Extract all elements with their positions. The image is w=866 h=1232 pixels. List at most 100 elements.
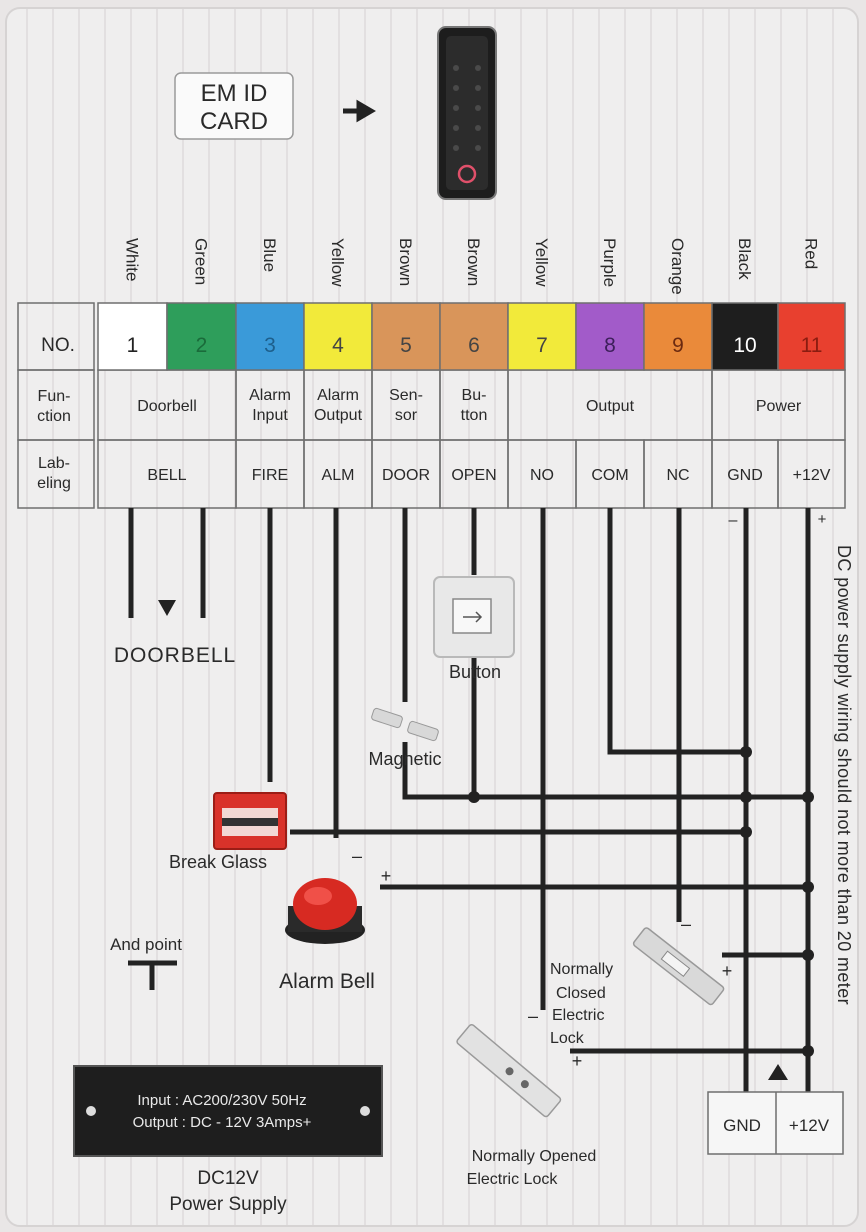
psu-terminal-block: GND +12V: [707, 1091, 844, 1155]
magnetic-label: Magnetic: [368, 749, 441, 769]
power-wiring-note: DC power supply wiring should not more t…: [834, 545, 854, 1005]
no-lock-minus-sign: –: [528, 1006, 538, 1026]
wire-color-row: [97, 302, 846, 371]
function-label: Alarm: [317, 387, 359, 404]
wire-com: [607, 508, 746, 755]
nc-lock-line-2: Closed: [556, 985, 606, 1002]
terminal-label: DOOR: [382, 467, 430, 484]
wire-color-cell: [97, 302, 168, 371]
wire-number: 4: [332, 334, 344, 357]
terminal-label: BELL: [147, 467, 186, 484]
nc-lock-minus-sign: –: [681, 914, 691, 934]
wire-color-name: Yellow: [328, 238, 347, 287]
arrow-up-icon: [768, 1064, 788, 1080]
alarm-minus-sign: –: [352, 846, 362, 866]
wire-color-name: White: [123, 238, 142, 281]
card-label-line-2: CARD: [200, 108, 268, 135]
wire-color-cell: [711, 302, 779, 371]
function-label: Power: [756, 398, 802, 415]
terminal-label: +12V: [793, 467, 831, 484]
wire-number: 1: [127, 334, 139, 357]
em-id-card-label: EM ID CARD: [174, 72, 294, 140]
terminal-label: COM: [591, 467, 628, 484]
function-label: Output: [314, 407, 363, 424]
wire-color-cell: [371, 302, 441, 371]
wire-number: 2: [196, 334, 208, 357]
psu-terminal-12v: +12V: [789, 1116, 830, 1135]
no-lock-line-2: Electric Lock: [467, 1171, 559, 1188]
button-label: Button: [449, 662, 501, 682]
wire-color-name: Blue: [260, 238, 279, 272]
doorbell-label: DOORBELL: [114, 644, 236, 667]
junction-dots: [468, 746, 814, 1057]
nc-electric-lock-icon: [632, 927, 725, 1006]
labeling-header-line-2: eling: [37, 475, 71, 492]
function-label: Bu-: [462, 387, 487, 404]
wire-color-cell: [166, 302, 237, 371]
function-header-line-1: Fun-: [38, 388, 71, 405]
wire-number: 6: [468, 334, 480, 357]
and-point-label: And point: [110, 935, 182, 954]
wire-color-name: Purple: [600, 238, 619, 287]
function-row: DoorbellAlarmInputAlarmOutputSen-sorBu-t…: [137, 387, 802, 424]
wire-color-name: Brown: [396, 238, 415, 286]
diagram-background: [5, 7, 859, 1227]
function-label: Output: [586, 398, 635, 415]
wire-color-name: Yellow: [532, 238, 551, 287]
wire-color-cell: [507, 302, 577, 371]
wire-color-cell: [777, 302, 846, 371]
psu-terminal-gnd: GND: [723, 1116, 761, 1135]
psu-label-line-2: Power Supply: [169, 1194, 287, 1215]
function-label: Doorbell: [137, 398, 197, 415]
terminal-label: NO: [530, 467, 554, 484]
wire-number: 11: [801, 334, 823, 357]
terminal-label: ALM: [322, 467, 355, 484]
labeling-header-line-1: Lab-: [38, 455, 70, 472]
break-glass-label: Break Glass: [169, 852, 267, 872]
no-electric-lock-icon: [456, 1024, 562, 1118]
alarm-plus-sign: +: [381, 866, 392, 886]
nc-lock-plus-sign: +: [722, 961, 733, 981]
t-junction-icon: [128, 960, 177, 990]
wire-number: 9: [672, 334, 684, 357]
terminal-label: FIRE: [252, 467, 288, 484]
wire-number: 8: [604, 334, 616, 357]
terminal-label: GND: [727, 467, 763, 484]
no-lock-plus-sign: +: [572, 1051, 583, 1071]
alarm-bell-icon: [285, 878, 365, 944]
no-header: NO.: [41, 335, 75, 356]
v12-plus-sign: +: [818, 511, 827, 528]
wire-number: 3: [264, 334, 276, 357]
function-label: tton: [461, 407, 488, 424]
labeling-row: BELL FIRE ALM DOOR OPEN NO COM NC GND +12V: [147, 467, 830, 484]
wire-color-name: Red: [802, 238, 821, 269]
wire-color-name: Brown: [464, 238, 483, 286]
psu-output-spec: Output : DC - 12V 3Amps+: [133, 1114, 312, 1131]
alarm-bell-label: Alarm Bell: [279, 970, 375, 993]
wire-number: 10: [733, 334, 756, 357]
magnetic-sensor-icon: [371, 707, 439, 742]
wire-color-name: Green: [192, 238, 211, 285]
arrow-down-icon: [158, 600, 176, 616]
function-label: Input: [252, 407, 288, 424]
wire-color-name: Black: [735, 238, 754, 280]
terminal-label: NC: [666, 467, 689, 484]
function-label: Alarm: [249, 387, 291, 404]
gnd-minus-sign: –: [729, 512, 738, 529]
wire-door-return: [402, 742, 808, 800]
nc-lock-line-1: Normally: [550, 961, 613, 978]
wire-color-cell: [439, 302, 509, 371]
wire-color-name: Orange: [668, 238, 687, 295]
power-supply-plate: Input : AC200/230V 50Hz Output : DC - 12…: [73, 1065, 383, 1157]
no-lock-line-1: Normally Opened: [472, 1148, 597, 1165]
wire-color-cell: [303, 302, 373, 371]
nc-lock-line-4: Lock: [550, 1030, 585, 1047]
function-label: Sen-: [389, 387, 423, 404]
wire-number: 7: [536, 334, 548, 357]
wire-color-names: White Green Blue Yellow Brown Brown Yellow Purp…: [123, 238, 821, 295]
terminal-label: OPEN: [451, 467, 496, 484]
break-glass-icon: [213, 792, 287, 850]
card-reader-icon: [437, 26, 497, 200]
